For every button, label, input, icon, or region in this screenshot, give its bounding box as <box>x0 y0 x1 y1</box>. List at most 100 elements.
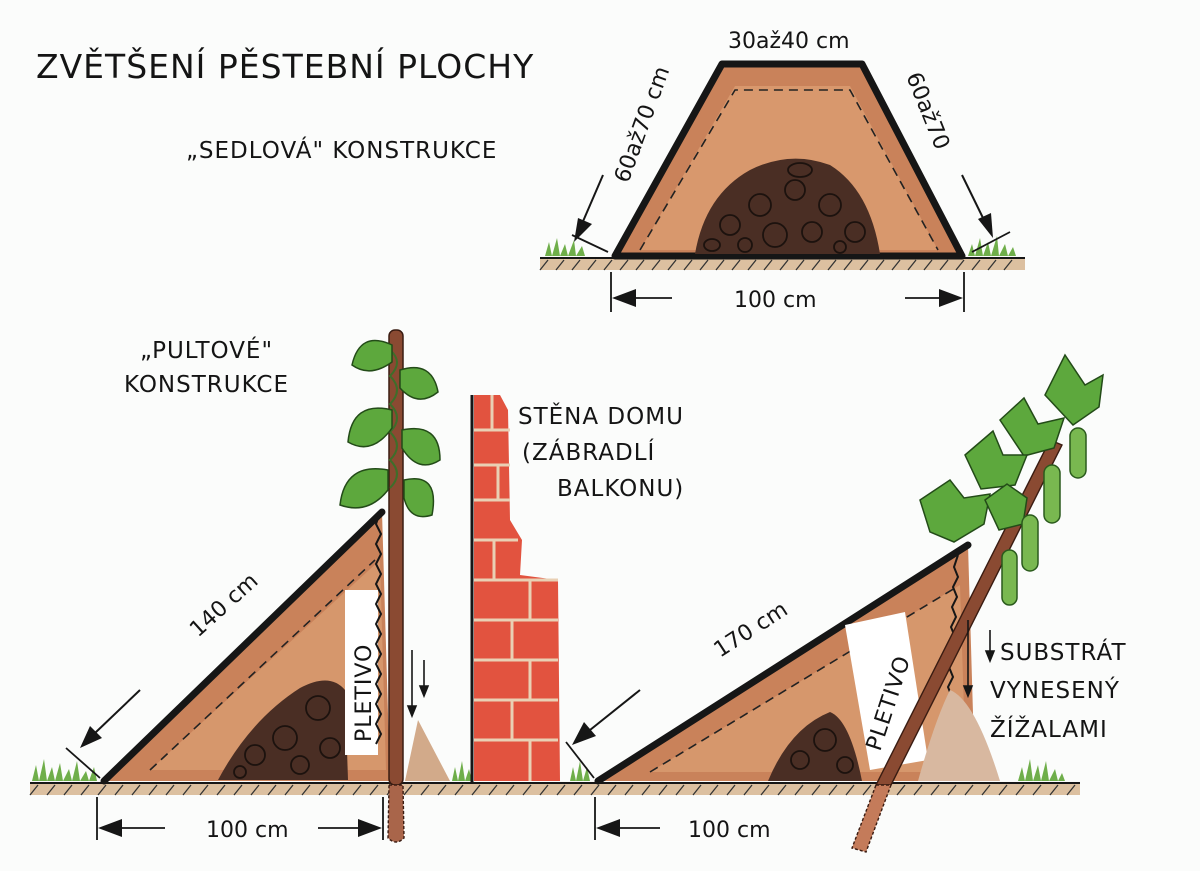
cucumber <box>1001 549 1018 606</box>
hatch-mark <box>794 784 804 796</box>
leaf <box>351 339 393 372</box>
hatch-mark <box>777 784 787 796</box>
leaf <box>339 468 389 509</box>
lean-to-slope-length: 140 cm <box>185 569 263 643</box>
saddle-dashed-layer <box>639 89 939 251</box>
hatch-mark <box>318 784 328 796</box>
lean-to-mesh-label: PLETIVO <box>352 644 377 742</box>
lean-to-mesh-panel <box>345 590 378 755</box>
hatch-mark <box>913 784 923 796</box>
saddle-left-arrowhead <box>574 218 592 242</box>
hatch-mark <box>335 784 345 796</box>
hatch-mark <box>641 784 651 796</box>
hatch-mark <box>1049 784 1059 796</box>
substrate-label-line1: SUBSTRÁT <box>1000 638 1127 666</box>
hatch-mark <box>29 784 39 796</box>
house-wall: STĚNA DOMU (ZÁBRADLÍ BALKONU) <box>452 395 684 783</box>
hatch-mark <box>505 784 515 796</box>
saddle-right-arrowhead <box>978 213 993 238</box>
leaf <box>347 407 393 448</box>
substrate-label-line3: ŽÍŽALAMI <box>990 715 1108 743</box>
lean-to-stones <box>233 695 341 779</box>
hatch-mark <box>1066 784 1076 796</box>
hatch-mark <box>369 784 379 796</box>
hatch-mark <box>403 784 413 796</box>
hatch-mark <box>760 784 770 796</box>
lean-to-leaves <box>339 339 441 518</box>
lean-to-slope-arrow-shaft <box>94 689 141 734</box>
leaf <box>984 483 1028 531</box>
hatch-mark <box>998 784 1008 796</box>
hatch-mark <box>216 784 226 796</box>
lean-to-dashed-layer <box>149 559 376 771</box>
saddle-construction-label: „SEDLOVÁ" KONSTRUKCE <box>186 136 497 164</box>
leaf <box>999 396 1066 457</box>
leaf <box>964 429 1029 490</box>
hatch-mark <box>420 784 430 796</box>
hatch-mark <box>692 784 702 796</box>
long-bed-substrate-heap <box>918 690 1000 781</box>
wall-bricks <box>474 395 560 781</box>
lean-to-base-right-arrowhead <box>358 819 382 837</box>
lean-to-base-length: 100 cm <box>206 818 289 843</box>
grass-tuft <box>968 236 1016 256</box>
hatch-mark <box>556 784 566 796</box>
hatch-mark <box>131 784 141 796</box>
hatch-mark <box>471 784 481 796</box>
leaf <box>403 478 435 518</box>
hatch-mark <box>182 784 192 796</box>
lean-to-pole <box>388 329 404 786</box>
saddle-stones <box>703 162 866 254</box>
hatch-mark <box>250 784 260 796</box>
long-bed-slope-arrowhead <box>572 722 596 745</box>
long-bed-leaves <box>919 353 1104 543</box>
cucumber <box>1043 464 1061 524</box>
hatch-mark <box>964 784 974 796</box>
hatch-mark <box>981 784 991 796</box>
page-title: ZVĚTŠENÍ PĚSTEBNÍ PLOCHY <box>36 46 534 86</box>
hatch-mark <box>828 784 838 796</box>
hatch-mark <box>590 784 600 796</box>
hatch-mark <box>301 784 311 796</box>
hatch-mark <box>539 784 549 796</box>
hatch-mark <box>63 784 73 796</box>
substrate-label-line2: VYNESENÝ <box>990 676 1120 704</box>
hatch-mark <box>607 784 617 796</box>
saddle-ground <box>540 258 1025 270</box>
lean-to-pole-underground <box>387 784 405 843</box>
grass-tuft <box>32 759 97 781</box>
lean-to-label-line2: KONSTRUKCE <box>124 372 289 398</box>
saddle-base-length: 100 cm <box>734 288 817 313</box>
lean-to-base-left-arrowhead <box>98 819 122 837</box>
long-bed-base-left-arrowhead <box>596 819 620 837</box>
hatch-mark <box>862 784 872 796</box>
leaf <box>1044 353 1104 426</box>
hatch-mark <box>114 784 124 796</box>
hatch-mark <box>284 784 294 796</box>
saddle-top-width: 30až40 cm <box>728 29 850 54</box>
hatch-mark <box>726 784 736 796</box>
cucumber <box>1069 427 1087 479</box>
hatch-mark <box>267 784 277 796</box>
saddle-stone-core <box>695 158 880 254</box>
grass-tuft <box>545 238 585 256</box>
hatch-mark <box>233 784 243 796</box>
long-bed-base-length: 100 cm <box>688 818 771 843</box>
lean-to-worm-arrows <box>406 650 430 719</box>
long-bed-worm-arrows <box>962 620 996 699</box>
wall-label-line3: BALKONU) <box>557 476 684 502</box>
saddle-right-tick <box>971 231 1011 253</box>
hatch-mark <box>46 784 56 796</box>
saddle-construction: 30až40 cm 60až70 cm 60až70 100 cm <box>539 29 1025 313</box>
long-bed-slope-length: 170 cm <box>710 597 793 663</box>
cucumber <box>1021 514 1039 572</box>
bottom-ground <box>29 782 1080 796</box>
long-bed-slope-tick <box>565 741 595 779</box>
hatch-mark <box>930 784 940 796</box>
wall-label-line2: (ZÁBRADLÍ <box>522 438 655 466</box>
hatch-mark <box>658 784 668 796</box>
lean-to-vine-stem <box>388 349 398 489</box>
long-bed-slope-edge <box>594 541 972 785</box>
saddle-left-arrow-shaft <box>580 174 604 227</box>
